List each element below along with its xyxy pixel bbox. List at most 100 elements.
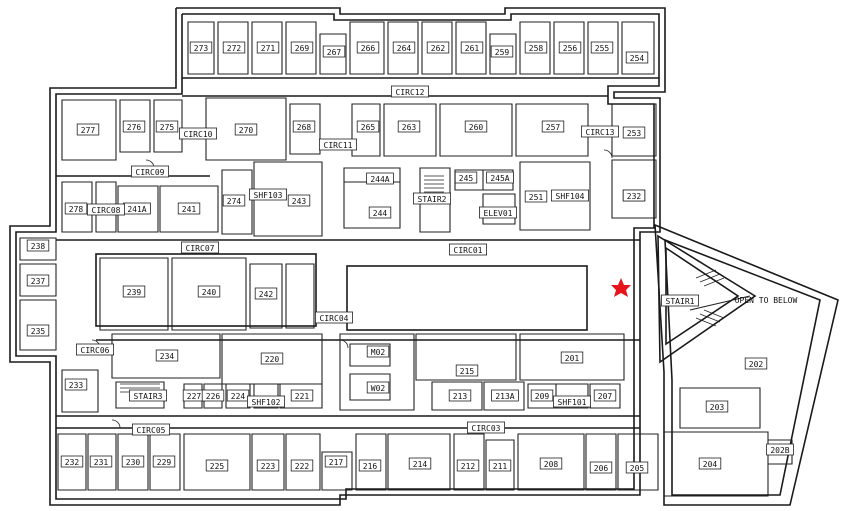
room-label: 265: [361, 123, 376, 132]
open-to-below-label: OPEN TO BELOW: [735, 296, 798, 305]
room-label-box: [488, 459, 512, 472]
room-label-box: [454, 171, 478, 184]
shaft-label: SHF103: [254, 191, 283, 200]
room-label-box: [524, 190, 548, 203]
room-label-box: [356, 120, 380, 133]
area-label-box: [486, 171, 514, 184]
circulation-label: CIRC07: [186, 244, 215, 253]
room-label: 215: [460, 367, 475, 376]
stair-label-box: [128, 389, 167, 402]
room-label: 255: [595, 44, 610, 53]
room-label-box: [222, 194, 246, 207]
room-label: 203: [710, 403, 725, 412]
room-label: 269: [295, 44, 310, 53]
room-label: 207: [598, 392, 613, 401]
circulation-label-box: [76, 343, 115, 356]
room-label-box: [322, 45, 346, 58]
circulation-label: CIRC12: [396, 88, 425, 97]
room-label: 271: [261, 44, 276, 53]
room-label: 213: [453, 392, 468, 401]
room-label: 220: [265, 355, 280, 364]
room-label-box: [490, 45, 514, 58]
room-label: 256: [563, 44, 578, 53]
location-star-marker[interactable]: [611, 278, 631, 297]
room-label-box: [356, 41, 380, 54]
room-label-box: [122, 120, 146, 133]
room-label: 272: [227, 44, 242, 53]
room-label-box: [64, 378, 88, 391]
room-label: 239: [127, 288, 142, 297]
room-label: 214: [413, 460, 428, 469]
room-label: 205: [630, 464, 645, 473]
room-label-box: [589, 461, 613, 474]
room-label: 259: [495, 48, 510, 57]
room-label-box: [76, 123, 100, 136]
room-label: 275: [160, 123, 175, 132]
room-label: 221: [295, 392, 310, 401]
room-label-box: [464, 120, 488, 133]
circulation-label: CIRC08: [92, 206, 121, 215]
room-label-box: [622, 126, 646, 139]
area-label: 244A: [370, 175, 389, 184]
circulation-label-box: [318, 138, 357, 151]
stair-label-box: [661, 294, 700, 307]
room-label-box: [560, 351, 584, 364]
circulation-label: CIRC01: [454, 246, 483, 255]
room-label: 243: [292, 197, 307, 206]
room-label: 241A: [127, 205, 146, 214]
circulation-label: CIRC10: [184, 130, 213, 139]
room-label: 260: [469, 123, 484, 132]
room-label: 209: [535, 392, 550, 401]
room-label-box: [292, 120, 316, 133]
room-label-box: [426, 41, 450, 54]
room-label: 231: [94, 458, 109, 467]
room-label-box: [189, 41, 213, 54]
room-label: 258: [529, 44, 544, 53]
room-label: 206: [594, 464, 609, 473]
room-label-box: [460, 41, 484, 54]
circulation-label-box: [87, 203, 126, 216]
room-label: 216: [363, 462, 378, 471]
room-label-box: [392, 41, 416, 54]
room-label-box: [201, 389, 225, 402]
room-label: 266: [361, 44, 376, 53]
shaft-label: SHF101: [558, 398, 587, 407]
room-label: 238: [31, 242, 46, 251]
room-label-box: [197, 285, 221, 298]
room-label: 230: [126, 458, 141, 467]
circulation-label: CIRC03: [472, 424, 501, 433]
room-label-box: [366, 381, 390, 394]
room-label-box: [408, 457, 432, 470]
room-label: 224: [231, 392, 246, 401]
circulation-label: CIRC09: [136, 168, 165, 177]
shaft-label: SHF104: [556, 192, 585, 201]
room-label-box: [177, 202, 201, 215]
room-label-box: [448, 389, 472, 402]
room-label: 262: [431, 44, 446, 53]
shaft-label: SHF102: [252, 398, 281, 407]
room-label-box: [155, 120, 179, 133]
room-label-box: [205, 459, 229, 472]
room-label-box: [226, 389, 250, 402]
room-label-box: [524, 41, 548, 54]
room-label: 237: [31, 277, 46, 286]
room-label-box: [593, 389, 617, 402]
room-label: 244: [373, 209, 388, 218]
room-label: 240: [202, 288, 217, 297]
room-label-box: [155, 349, 179, 362]
room-label: 225: [210, 462, 225, 471]
circulation-label-box: [314, 311, 353, 324]
room-label: 223: [261, 462, 276, 471]
room-label: 235: [31, 327, 46, 336]
circulation-label-box: [581, 125, 620, 138]
room-label: 254: [630, 54, 645, 63]
room-label: 264: [397, 44, 412, 53]
area-label-box: [366, 172, 394, 185]
room-label-box: [539, 457, 563, 470]
stair-label-box: [412, 192, 451, 205]
room-label-box: [260, 352, 284, 365]
room-label-box: [698, 457, 722, 470]
room-label-box: [766, 443, 794, 456]
room-label-box: [287, 194, 311, 207]
